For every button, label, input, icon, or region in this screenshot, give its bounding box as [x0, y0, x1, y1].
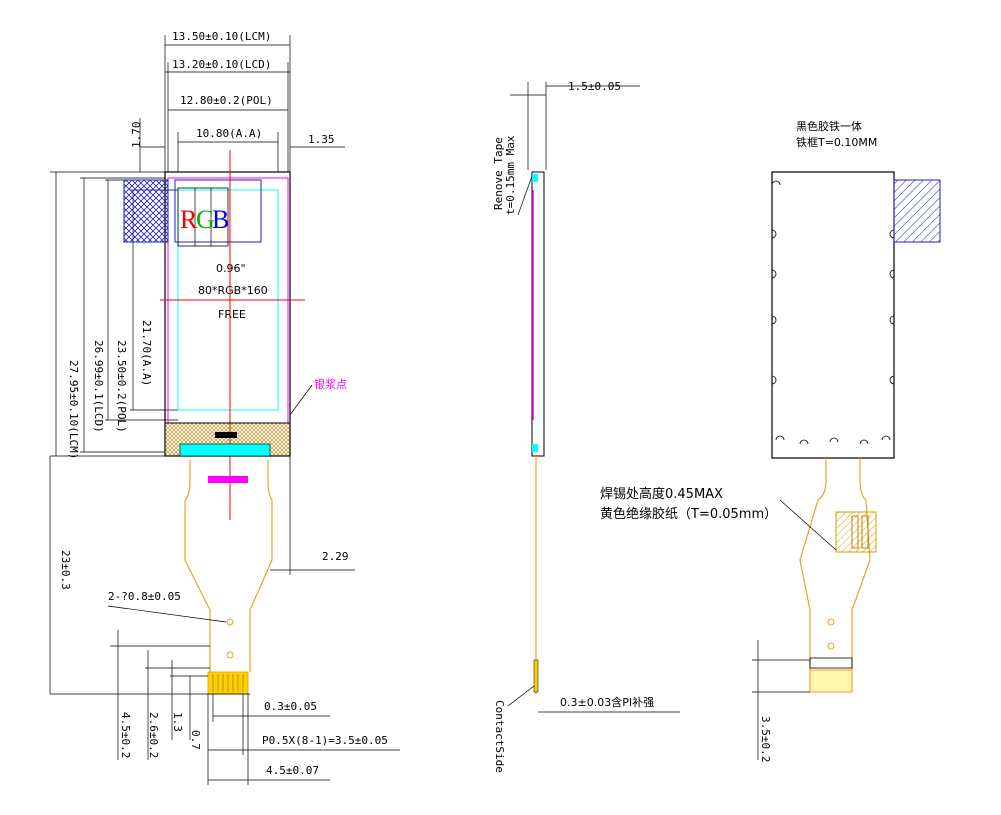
bottom-dim-1: 4.5±0.2 — [119, 712, 132, 758]
back-hatched-tab — [893, 179, 941, 243]
front-view: 13.50±0.10(LCM) 13.20±0.10(LCD) 12.80±0.… — [49, 30, 400, 785]
rgb-r: R — [180, 205, 198, 234]
side-view: 1.5±0.05 Renove Tape t=0.15mm Max 0.3±0.… — [492, 80, 680, 773]
hatched-tab — [123, 179, 169, 243]
lcm-width-label: 13.50±0.10(LCM) — [172, 30, 271, 43]
back-note-2: 铁框T=0.10MM — [796, 136, 877, 149]
fpc-outline — [184, 460, 273, 672]
free-label: FREE — [218, 308, 246, 321]
left-offset-label: 1.70 — [130, 122, 143, 149]
tape-label: Renove Tape — [492, 137, 505, 210]
lcm-height-label: 27.95±0.10(LCM) — [67, 360, 80, 459]
pitch-label: P0.5X(8-1)=3.5±0.05 — [262, 734, 388, 747]
fpc-thickness-label: 0.3±0.03含PI补强 — [560, 695, 654, 709]
aa-width-label: 10.80(A.A) — [196, 127, 262, 140]
bottom-dim-2: 2.6±0.2 — [147, 712, 160, 758]
back-frame — [771, 171, 895, 459]
thickness-label: 1.5±0.05 — [568, 80, 621, 93]
fpc-length-label: 23±0.3 — [59, 550, 72, 590]
size-label: 0.96" — [216, 262, 246, 275]
inner-frame — [174, 179, 262, 243]
magenta-mark — [208, 476, 248, 483]
back-view: 黑色胶铁一体 铁框T=0.10MM 焊锡处高度0.45MAX — [600, 119, 941, 762]
side-body — [531, 171, 545, 457]
holes-label: 2-?0.8±0.05 — [108, 590, 181, 603]
pol-width-label: 12.80±0.2(POL) — [180, 94, 273, 107]
insulation-tape — [835, 511, 877, 553]
right-offset-label: 1.35 — [308, 133, 335, 146]
back-bottom-dim: 3.5±0.2 — [759, 716, 772, 762]
contact-side-label: ContactSide — [493, 700, 506, 773]
back-fpc — [799, 458, 871, 692]
solder-note: 焊锡处高度0.45MAX — [600, 486, 723, 502]
fpc-offset-label: 2.29 — [322, 550, 349, 563]
rgb-g: G — [196, 205, 215, 234]
rgb-b: B — [212, 205, 229, 234]
lcd-width-label: 13.20±0.10(LCD) — [172, 58, 271, 71]
frame-notches — [771, 180, 895, 445]
aa-height-label: 21.70(A.A) — [140, 320, 153, 386]
cyan-strip — [179, 443, 271, 457]
driver-ic — [215, 432, 237, 438]
resolution-label: 80*RGB*160 — [198, 284, 268, 297]
pad-width-label: 4.5±0.07 — [266, 764, 319, 777]
bottom-dim-3: 1.3 — [171, 712, 184, 732]
bottom-dim-4: 0.7 — [189, 730, 202, 750]
back-note-1: 黑色胶铁一体 — [796, 119, 862, 133]
pad-pitch-label: 0.3±0.05 — [264, 700, 317, 713]
pol-height-label: 23.50±0.2(POL) — [115, 340, 128, 433]
insulation-note: 黄色绝缘胶纸（T=0.05mm） — [600, 506, 777, 522]
tape-thickness-label: t=0.15mm Max — [504, 135, 517, 215]
silver-paste-label: 银浆点 — [314, 377, 347, 391]
lcd-height-label: 26.99±0.1(LCD) — [92, 340, 105, 433]
